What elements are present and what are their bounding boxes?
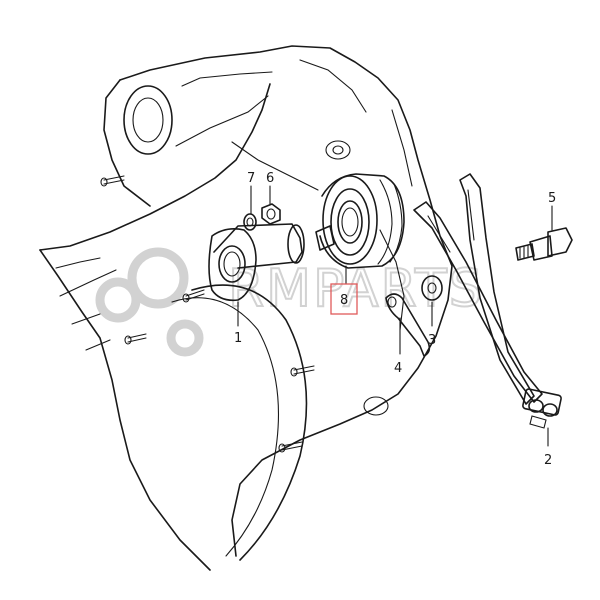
callout-8[interactable]: 8 [340,293,348,308]
callout-1[interactable]: 1 [234,331,242,346]
callout-6[interactable]: 6 [266,171,274,186]
part-8-release-bearing [315,173,405,269]
part-4-retaining-spring [385,293,431,357]
callout-4[interactable]: 4 [394,361,402,376]
transmission-housing [39,45,453,571]
callout-3[interactable]: 3 [428,333,436,348]
part-2-release-fork [413,173,562,429]
callout-7[interactable]: 7 [247,171,255,186]
part-1-guide-sleeve [208,223,305,302]
part-5-pivot-bolt [515,227,573,261]
callout-5[interactable]: 5 [548,191,556,206]
leader-lines [237,185,553,447]
gear-logo-icon [95,247,204,357]
part-7-washer [243,213,257,231]
callout-2[interactable]: 2 [544,453,552,468]
housing-studs [100,175,315,453]
watermark: RMPARTS [95,247,483,357]
callouts: 1 2 3 4 5 6 7 8 [234,171,556,468]
callout-8-highlight-box [330,283,358,315]
part-3-washer [421,275,443,301]
part-6-nut [261,203,281,225]
